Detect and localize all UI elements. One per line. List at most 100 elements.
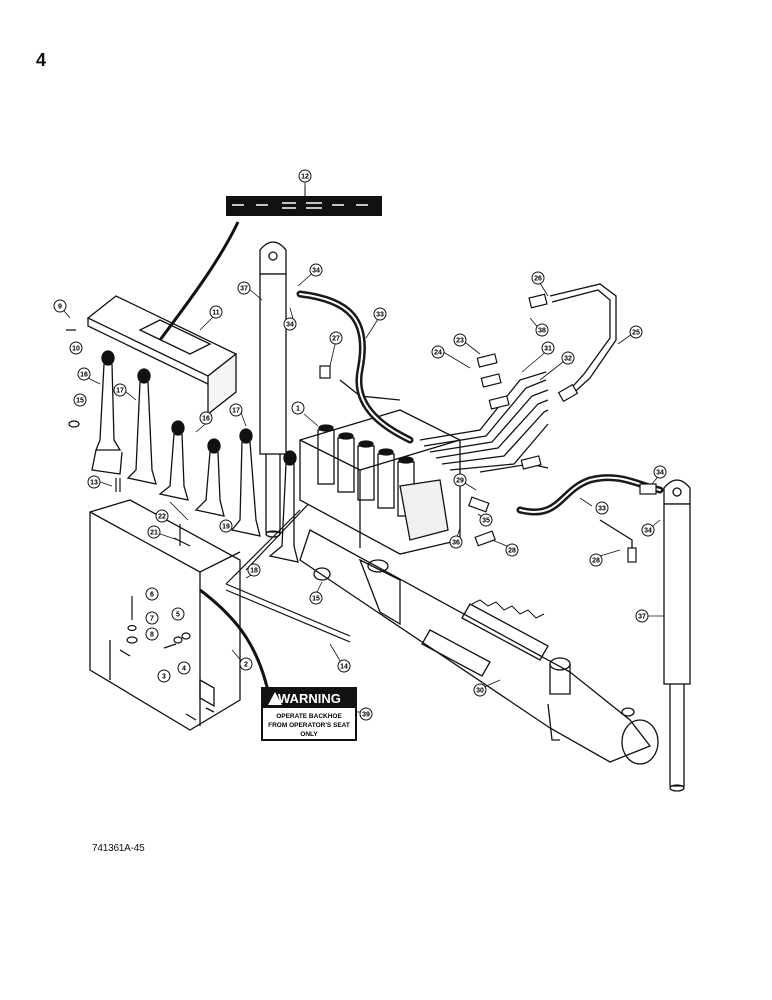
svg-text:37: 37 — [638, 614, 646, 621]
callout-9: 9 — [53, 299, 67, 313]
svg-text:9: 9 — [58, 304, 62, 311]
hose-fittings — [319, 293, 657, 563]
svg-text:24: 24 — [434, 350, 442, 357]
callout-6: 6 — [145, 587, 159, 601]
callout-25: 25 — [629, 325, 643, 339]
callout-27: 27 — [329, 331, 343, 345]
callout-30: 30 — [473, 683, 487, 697]
warning-line-3: ONLY — [300, 731, 318, 738]
callout-3: 3 — [157, 669, 171, 683]
svg-text:33: 33 — [598, 506, 606, 513]
callout-28: 28 — [505, 543, 519, 557]
svg-text:7: 7 — [150, 616, 154, 623]
svg-text:35: 35 — [482, 518, 490, 525]
callout-26: 26 — [531, 271, 545, 285]
callout-4: 4 — [177, 661, 191, 675]
svg-text:19: 19 — [222, 524, 230, 531]
callout-28-right: 28 — [589, 553, 603, 567]
svg-text:33: 33 — [376, 312, 384, 319]
control-rod — [225, 495, 351, 643]
console-cover — [86, 295, 238, 416]
svg-text:34: 34 — [644, 528, 652, 535]
svg-text:6: 6 — [150, 592, 154, 599]
svg-text:27: 27 — [332, 336, 340, 343]
svg-text:15: 15 — [76, 398, 84, 405]
callout-33-right: 33 — [595, 501, 609, 515]
callout-38: 38 — [535, 323, 549, 337]
callout-33: 33 — [373, 307, 387, 321]
svg-text:28: 28 — [592, 558, 600, 565]
svg-text:34: 34 — [286, 322, 294, 329]
svg-text:12: 12 — [301, 174, 309, 181]
callout-14: 14 — [337, 659, 351, 673]
svg-text:28: 28 — [508, 548, 516, 555]
callout-8: 8 — [145, 627, 159, 641]
callout-35: 35 — [479, 513, 493, 527]
callout-37-right: 37 — [635, 609, 649, 623]
callout-32: 32 — [561, 351, 575, 365]
fastener-hardware — [66, 329, 191, 649]
svg-text:29: 29 — [456, 478, 464, 485]
svg-text:26: 26 — [534, 276, 542, 283]
svg-text:3: 3 — [162, 674, 166, 681]
svg-text:17: 17 — [232, 408, 240, 415]
callout-10: 10 — [69, 341, 83, 355]
callout-31: 31 — [541, 341, 555, 355]
boom-cylinder-right — [663, 479, 691, 792]
warning-line-1: OPERATE BACKHOE — [276, 713, 342, 720]
svg-text:34: 34 — [656, 470, 664, 477]
callout-11: 11 — [209, 305, 223, 319]
control-levers — [91, 350, 299, 563]
svg-text:15: 15 — [312, 596, 320, 603]
callout-12: 12 — [298, 169, 312, 183]
callout-13: 13 — [87, 475, 101, 489]
svg-text:4: 4 — [182, 666, 186, 673]
callout-17: 17 — [113, 383, 127, 397]
callout-5: 5 — [171, 607, 185, 621]
svg-text:21: 21 — [150, 530, 158, 537]
callout-34-c: 34 — [653, 465, 667, 479]
svg-text:32: 32 — [564, 356, 572, 363]
callout-22: 22 — [155, 509, 169, 523]
svg-text:38: 38 — [538, 328, 546, 335]
callout-39: 39 — [359, 707, 373, 721]
svg-text:2: 2 — [244, 662, 248, 669]
svg-text:23: 23 — [456, 338, 464, 345]
callout-bubbles: 1 2 3 4 5 6 7 8 9 10 11 12 13 14 15 15 1… — [53, 169, 667, 721]
svg-text:16: 16 — [80, 372, 88, 379]
callout-2: 2 — [239, 657, 253, 671]
callout-15: 15 — [309, 591, 323, 605]
warning-decal: WARNING OPERATE BACKHOE FROM OPERATOR'S … — [261, 687, 357, 741]
svg-text:31: 31 — [544, 346, 552, 353]
callout-21: 21 — [147, 525, 161, 539]
svg-text:11: 11 — [212, 310, 220, 317]
callout-29: 29 — [453, 473, 467, 487]
svg-text:14: 14 — [340, 664, 348, 671]
callout-16-right: 16 — [199, 411, 213, 425]
warning-title: WARNING — [278, 691, 341, 706]
callout-34-d: 34 — [641, 523, 655, 537]
svg-text:1: 1 — [296, 406, 300, 413]
svg-text:5: 5 — [176, 612, 180, 619]
callout-16: 16 — [77, 367, 91, 381]
svg-text:18: 18 — [250, 568, 258, 575]
svg-text:16: 16 — [202, 416, 210, 423]
callout-34: 34 — [309, 263, 323, 277]
svg-text:13: 13 — [90, 480, 98, 487]
svg-text:10: 10 — [72, 346, 80, 353]
control-pedestal — [89, 499, 272, 731]
page-number: 4 — [36, 50, 47, 70]
svg-text:30: 30 — [476, 688, 484, 695]
control-valve — [299, 409, 461, 555]
svg-text:8: 8 — [150, 632, 154, 639]
callout-24: 24 — [431, 345, 445, 359]
svg-text:36: 36 — [452, 540, 460, 547]
callout-23: 23 — [453, 333, 467, 347]
svg-text:22: 22 — [158, 514, 166, 521]
callout-7: 7 — [145, 611, 159, 625]
callout-19: 19 — [219, 519, 233, 533]
swing-cylinder — [299, 529, 659, 765]
callout-18: 18 — [247, 563, 261, 577]
svg-text:34: 34 — [312, 268, 320, 275]
